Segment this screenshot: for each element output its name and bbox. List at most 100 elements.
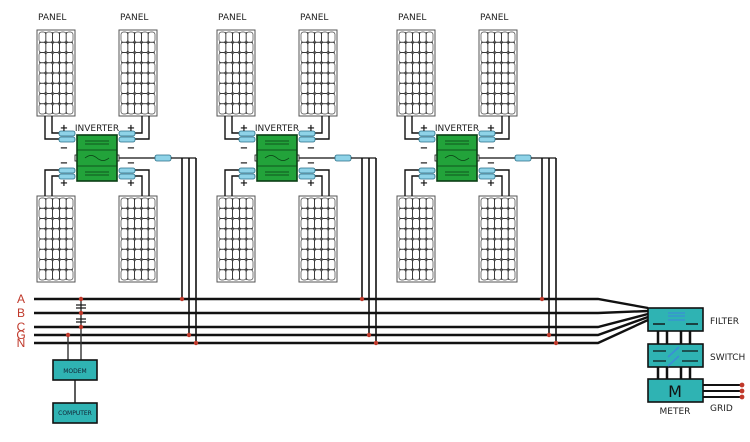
solar-panel <box>216 195 256 283</box>
junction-dot <box>78 296 84 302</box>
connector-plug <box>118 136 136 143</box>
panel-label: PANEL <box>398 13 426 23</box>
inverter-label: INVERTER <box>435 124 479 134</box>
grid-terminal <box>739 394 745 400</box>
modem-box <box>52 359 98 381</box>
junction-dot <box>78 310 84 316</box>
solar-panel <box>478 29 518 117</box>
bus-label-a: A <box>17 292 25 306</box>
connector-plug <box>418 173 436 180</box>
bus-line-c <box>34 312 649 329</box>
meter-box <box>647 378 704 403</box>
dc-wire <box>231 175 239 196</box>
plus-sign: + <box>420 123 428 134</box>
panel-label: PANEL <box>120 13 148 23</box>
connector-plug <box>58 136 76 143</box>
plus-sign: + <box>487 123 495 134</box>
minus-sign: − <box>420 143 428 154</box>
dc-wire <box>495 116 503 134</box>
plus-sign: + <box>487 178 495 189</box>
connector-plug <box>118 173 136 180</box>
plus-sign: + <box>240 178 248 189</box>
connector-plug <box>118 130 136 137</box>
connector-plug <box>478 167 496 174</box>
grid-label: GRID <box>710 404 733 414</box>
minus-sign: − <box>307 158 315 169</box>
computer-box <box>52 402 98 424</box>
connector-plug <box>298 130 316 137</box>
connector-plug <box>298 167 316 174</box>
dc-wire <box>135 175 143 196</box>
junction-dot <box>546 332 552 338</box>
modem-label: MODEM <box>63 368 87 375</box>
junction-dot <box>359 296 365 302</box>
dc-wire <box>411 175 419 196</box>
bus-label-n: N <box>17 336 26 350</box>
bus-label-b: B <box>17 306 25 320</box>
connector-plug <box>418 130 436 137</box>
minus-sign: − <box>420 158 428 169</box>
dc-wire <box>224 169 239 196</box>
computer-label: COMPUTER <box>58 410 92 417</box>
panel-label: PANEL <box>218 13 246 23</box>
ac-wave-icon <box>264 155 290 161</box>
dc-wire <box>404 116 419 140</box>
connector-plug <box>58 167 76 174</box>
dc-wire <box>51 175 59 196</box>
connector-plug <box>298 173 316 180</box>
plus-sign: + <box>127 178 135 189</box>
dc-wire <box>51 116 59 134</box>
plus-sign: + <box>307 123 315 134</box>
ac-wave-icon <box>444 155 470 161</box>
connector-plug <box>418 167 436 174</box>
filter-label: FILTER <box>710 317 739 327</box>
switch-box <box>647 343 704 368</box>
panel-label: PANEL <box>480 13 508 23</box>
plus-sign: + <box>420 178 428 189</box>
solar-panel <box>396 29 436 117</box>
junction-dot <box>539 296 545 302</box>
bus-line-b <box>34 309 649 315</box>
connector-plug <box>238 136 256 143</box>
inverter-label: INVERTER <box>255 124 299 134</box>
minus-sign: − <box>240 143 248 154</box>
dc-wire <box>411 116 419 134</box>
connector-plug <box>238 167 256 174</box>
plus-sign: + <box>60 178 68 189</box>
plus-sign: + <box>127 123 135 134</box>
dc-wire <box>315 169 330 196</box>
grid-terminal <box>739 382 745 388</box>
solar-panel <box>36 195 76 283</box>
solar-panel <box>298 195 338 283</box>
connector-plug <box>298 136 316 143</box>
dc-wire <box>495 175 503 196</box>
solar-panel <box>216 29 256 117</box>
dc-wire <box>135 169 150 196</box>
connector-plug <box>418 136 436 143</box>
connector-plug <box>58 173 76 180</box>
dc-wire <box>315 116 330 140</box>
connector-plug <box>478 173 496 180</box>
dc-wire <box>135 116 150 140</box>
minus-sign: − <box>60 158 68 169</box>
solar-panel <box>396 195 436 283</box>
minus-sign: − <box>127 143 135 154</box>
solar-panel <box>36 29 76 117</box>
dc-wire <box>495 116 510 140</box>
junction-dot <box>186 332 192 338</box>
plus-sign: + <box>60 123 68 134</box>
bus-line-n <box>34 318 649 345</box>
grid-terminal <box>739 388 745 394</box>
panel-label: PANEL <box>300 13 328 23</box>
meter-symbol: M <box>668 382 682 401</box>
junction-dot <box>78 324 84 330</box>
plus-sign: + <box>307 178 315 189</box>
solar-panel <box>478 195 518 283</box>
meter-label: METER <box>660 407 691 417</box>
dc-wire <box>404 169 419 196</box>
switch-label: SWITCH <box>710 353 745 363</box>
dc-wire <box>135 116 143 134</box>
switch-blade-icon <box>667 355 680 367</box>
dc-wire <box>495 169 510 196</box>
